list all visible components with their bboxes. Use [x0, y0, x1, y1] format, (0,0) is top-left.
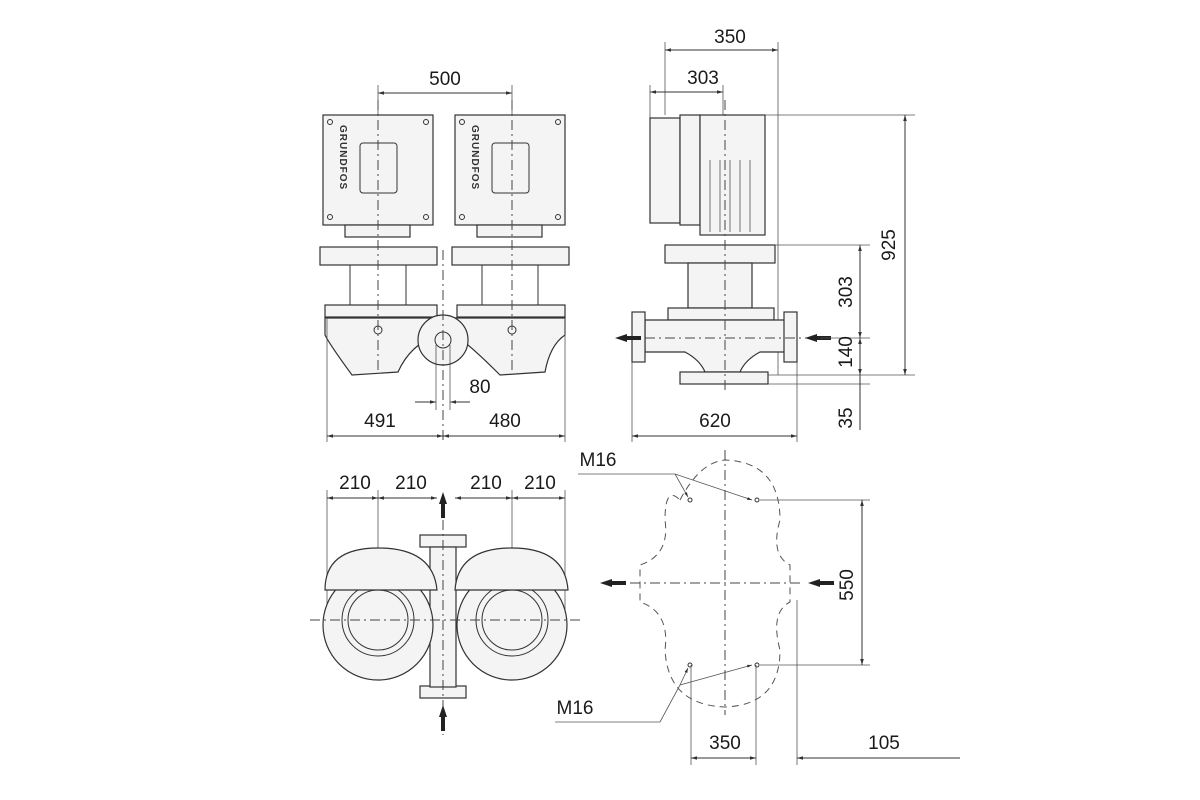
flow-up-arrow-icon	[439, 492, 447, 518]
dim-total-height: 925	[879, 229, 900, 261]
dim-flange-to-stool: 303	[836, 276, 857, 308]
dim-210-a: 210	[339, 473, 371, 494]
grundfos-logo: GRUNDFOS	[337, 125, 348, 190]
flow-outlet-arrow-icon	[600, 579, 626, 587]
control-box	[649, 117, 681, 224]
bolt-hole	[754, 662, 760, 668]
dim-port-to-port: 620	[699, 411, 731, 432]
dim-base-height: 35	[836, 407, 857, 428]
dim-motor-depth: 350	[714, 27, 746, 48]
dim-210-c: 210	[470, 473, 502, 494]
bolt-label-bottom: M16	[557, 698, 594, 719]
dim-210-b: 210	[395, 473, 427, 494]
dim-box-depth: 303	[687, 68, 719, 89]
side-view: 350 303 925 303 140 35	[615, 27, 915, 442]
dim-left-width: 491	[364, 411, 396, 432]
bolt-hole	[687, 497, 693, 503]
bolt-hole	[687, 662, 693, 668]
bolt-label-top: M16	[580, 450, 617, 471]
flow-inlet-arrow-icon	[808, 579, 834, 587]
right-pump: GRUNDFOS	[451, 114, 570, 376]
flow-inlet-arrow-icon	[805, 334, 831, 342]
motor	[699, 114, 766, 236]
dim-center-distance: 500	[429, 69, 461, 90]
flow-outlet-arrow-icon	[615, 334, 641, 342]
flow-up-arrow-icon	[439, 705, 447, 731]
front-view: 500 GRUNDFOS GRUNDFOS	[319, 69, 570, 442]
dim-bolt-spacing-x: 350	[709, 733, 741, 754]
foundation-view: M16 M16 550 350 105	[555, 450, 960, 765]
grundfos-logo: GRUNDFOS	[469, 125, 480, 190]
dim-right-width: 480	[489, 411, 521, 432]
bolt-hole	[754, 497, 760, 503]
dim-bolt-spacing-y: 550	[837, 569, 858, 601]
dim-flange-offset: 80	[469, 377, 490, 398]
top-view: 210 210 210 210	[310, 473, 580, 735]
dim-offset: 105	[868, 733, 900, 754]
display-icon	[491, 142, 530, 194]
dim-210-d: 210	[524, 473, 556, 494]
dim-port-height: 140	[836, 336, 857, 368]
